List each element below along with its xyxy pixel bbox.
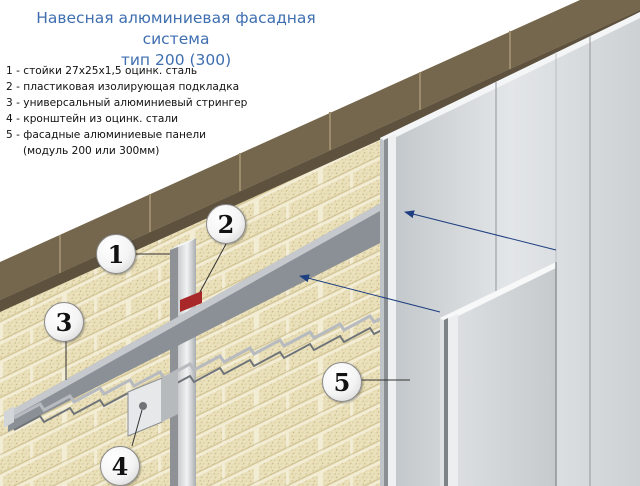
page-title: Навесная алюминиевая фасадная система ти… — [6, 8, 346, 71]
insulating-gasket — [180, 291, 202, 312]
callout-leaders — [65, 210, 557, 447]
callout-3: 3 — [44, 302, 84, 342]
legend-item-4: 4 - кронштейн из оцинк. стали — [6, 113, 179, 125]
post-rail — [170, 238, 196, 486]
title-line-1: Навесная алюминиевая фасадная система — [36, 9, 316, 48]
callout-2: 2 — [206, 204, 246, 244]
steel-bracket — [127, 370, 178, 437]
callout-4: 4 — [100, 446, 140, 486]
legend-item-5: 5 - фасадные алюминиевые панели — [6, 129, 207, 141]
legend: 1 - стойки 27x25x1,5 оцинк. сталь 2 - пл… — [6, 63, 346, 159]
legend-item-5-continuation: (модуль 200 или 300мм) — [23, 145, 160, 157]
aluminium-stringer — [4, 198, 396, 432]
callout-5: 5 — [322, 362, 362, 402]
facade-panels — [380, 12, 640, 486]
callout-1: 1 — [96, 234, 136, 274]
title-line-2: тип 200 (300) — [120, 51, 232, 69]
legend-item-3: 3 - универсальный алюминиевый стрингер — [6, 97, 248, 109]
legend-item-2: 2 - пластиковая изолирующая подкладка — [6, 81, 240, 93]
legend-item-1: 1 - стойки 27x25x1,5 оцинк. сталь — [6, 65, 198, 77]
